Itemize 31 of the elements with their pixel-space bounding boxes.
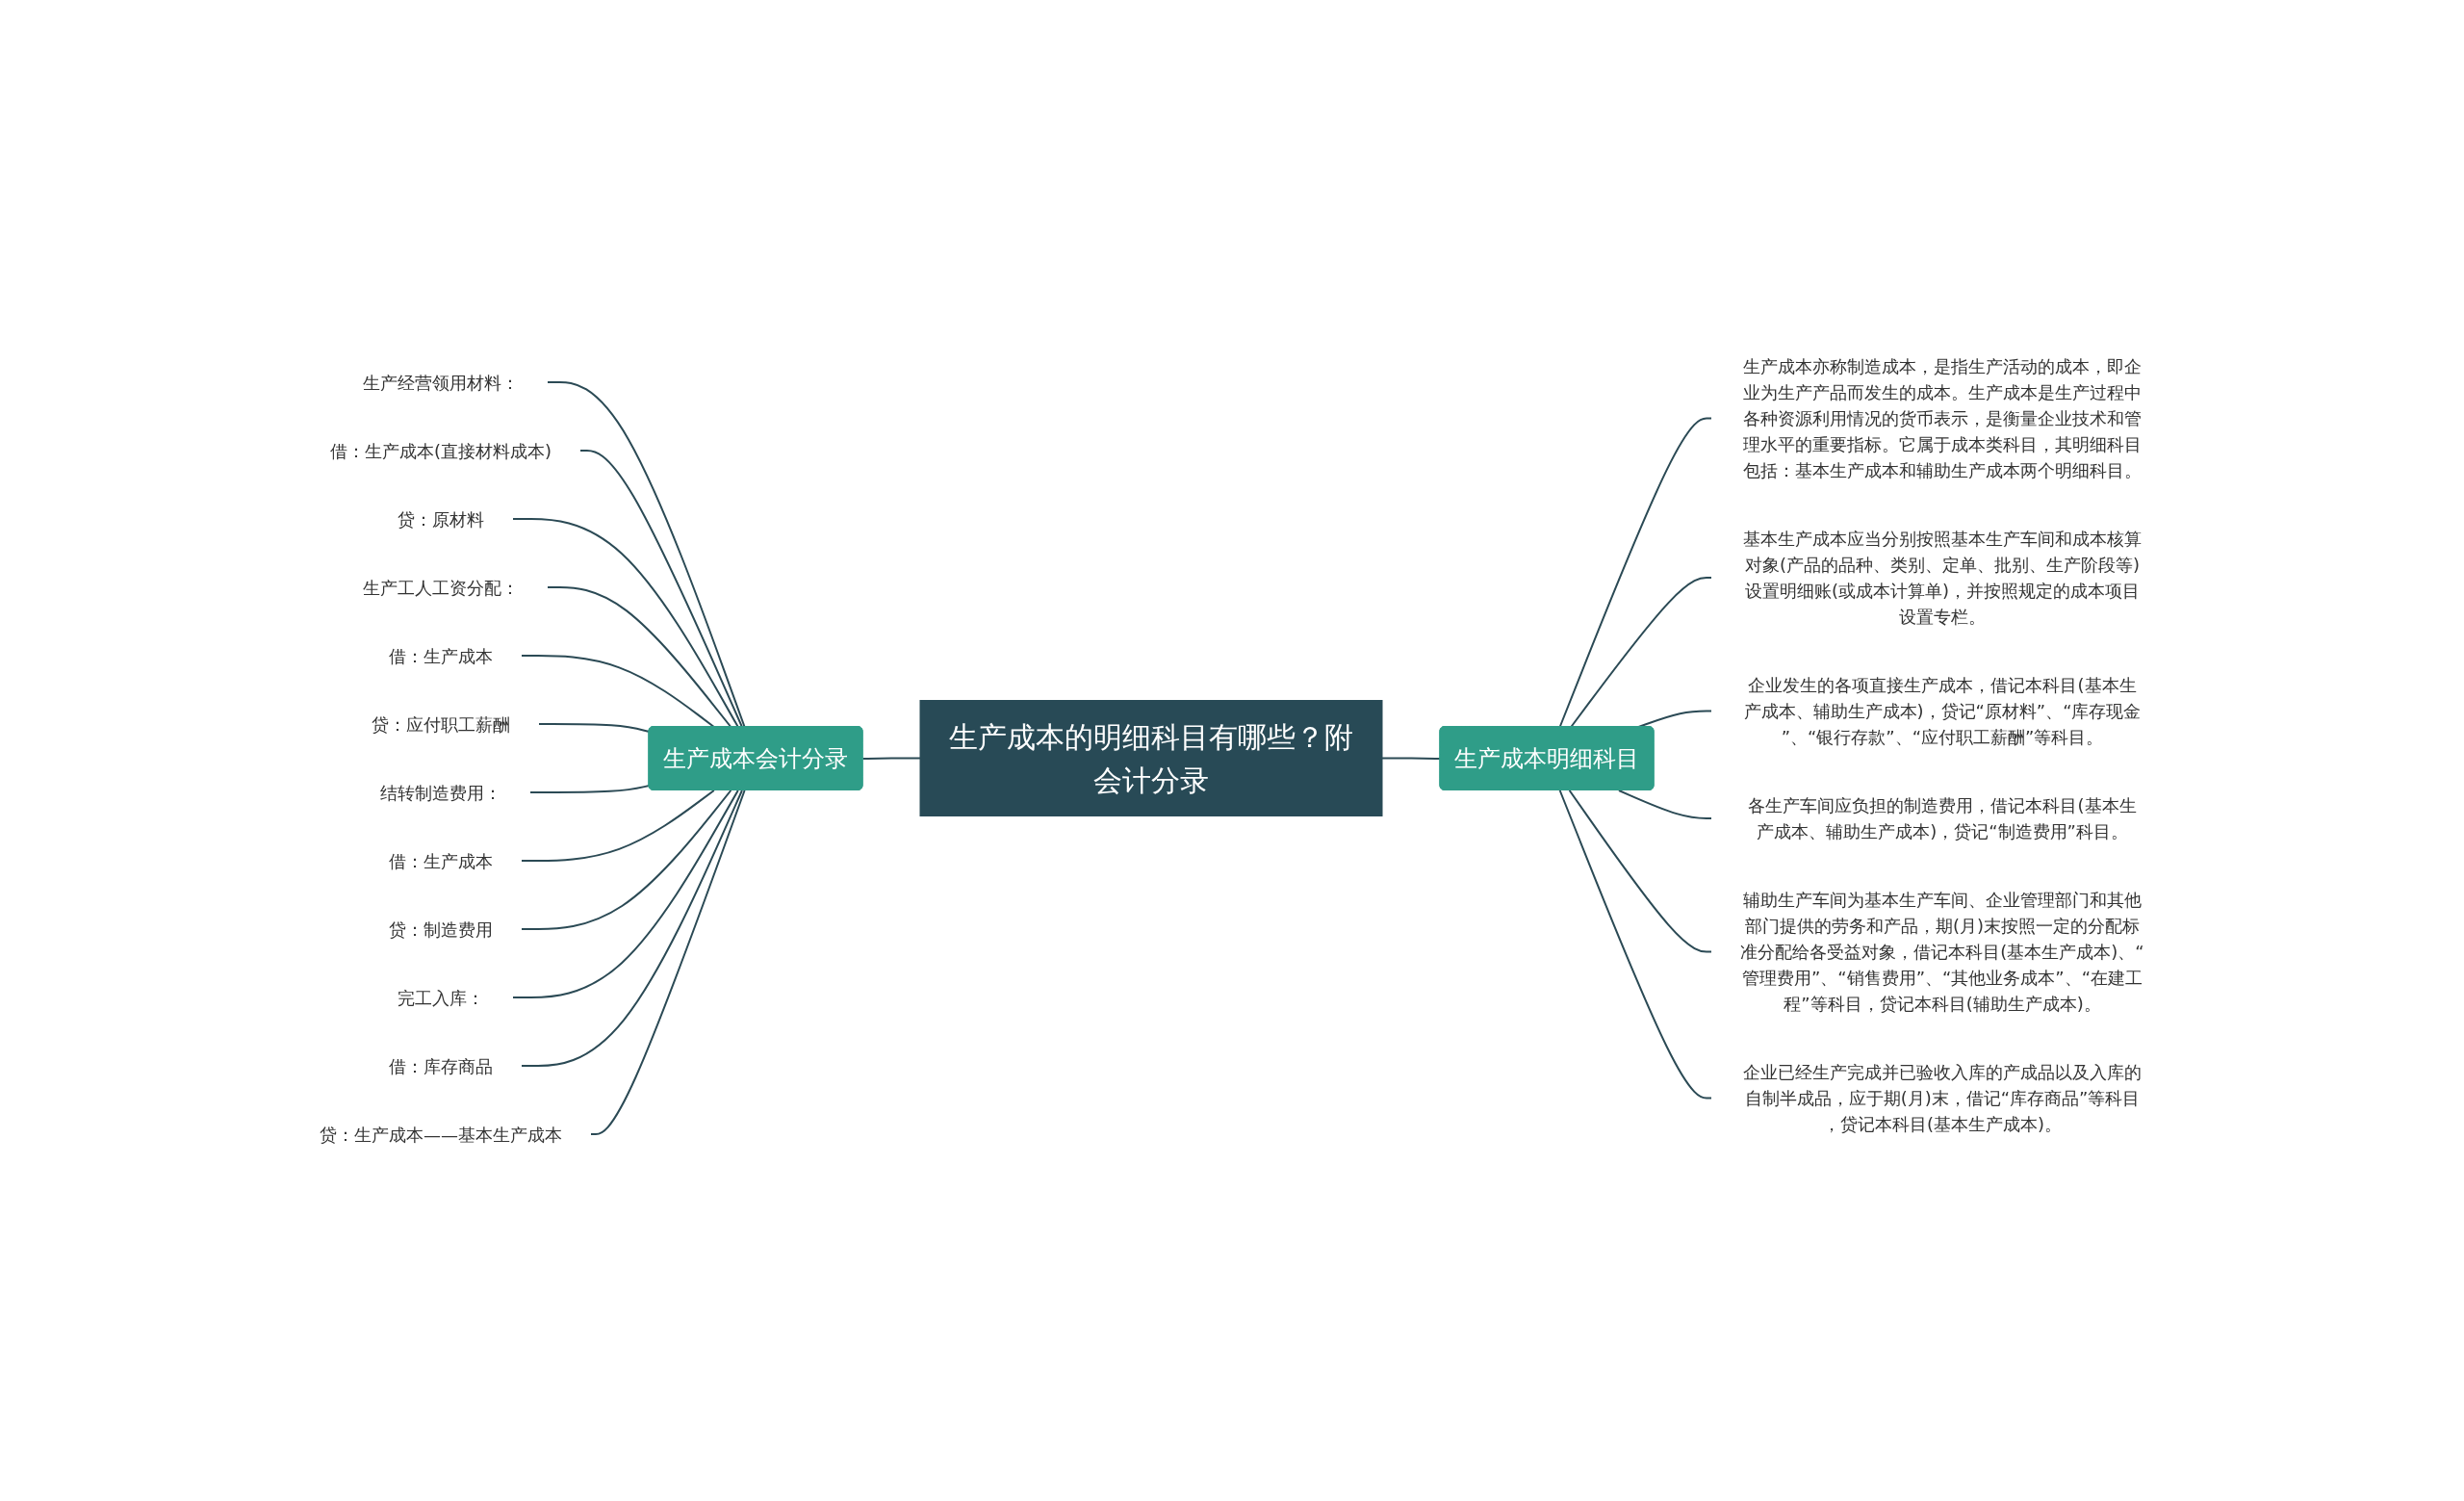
node-text: 生产工人工资分配：: [363, 577, 519, 598]
node-text: 贷：生产成本——基本生产成本: [320, 1124, 562, 1145]
connector: [521, 789, 715, 863]
connector: [861, 757, 921, 761]
node-text: 借：生产成本(直接材料成本): [329, 440, 552, 461]
connector: [512, 789, 739, 999]
node-text: 贷：应付职工薪酬: [372, 713, 510, 735]
node-text: 辅助生产车间为基本生产车间、企业管理部门和其他部门提供的劳务和产品，期(月)末按照一定的分配标准分配给各受益对象，借记本科目(基本生产成本)、“管理费用”、“销售费用”、“其他业务成本”、“在建工程”等科目，贷记本科目(辅助生产成本)。: [1740, 890, 2144, 1015]
connector: [1381, 757, 1442, 761]
node-text: 生产经营领用材料：: [363, 372, 519, 393]
connector: [1568, 789, 1712, 953]
connector: [1617, 789, 1712, 820]
connector: [590, 789, 746, 1136]
node-text: 借：库存商品: [389, 1055, 493, 1076]
node-text: 生产成本亦称制造成本，是指生产活动的成本，即企业为生产产品而发生的成本。生产成本是生产过程中各种资源利用情况的货币表示，是衡量企业技术和管理水平的重要指标。它属于成本类科目，其明细科目包括：基本生产成本和辅助生产成本两个明细科目。: [1743, 356, 2142, 481]
node-text: 企业发生的各项直接生产成本，借记本科目(基本生产成本、辅助生产成本)，贷记“原材料”、“库存现金”、“银行存款”、“应付职工薪酬”等科目。: [1743, 675, 2142, 748]
connector: [538, 723, 651, 734]
connector: [521, 789, 732, 931]
node-text: 借：生产成本: [389, 850, 493, 871]
connector: [529, 785, 651, 794]
connector: [1558, 789, 1712, 1100]
node-box: 生产成本的明细科目有哪些？附会计分录: [919, 700, 1383, 817]
node-text: 贷：制造费用: [389, 919, 493, 940]
node-text: 完工入库：: [398, 987, 484, 1008]
node-text: 各生产车间应负担的制造费用，借记本科目(基本生产成本、辅助生产成本)，贷记“制造费用”科目。: [1748, 795, 2137, 842]
node-text: 结转制造费用：: [380, 782, 501, 803]
node-text: 基本生产成本应当分别按照基本生产车间和成本核算对象(产品的品种、类别、定单、批别、生产阶段等)设置明细账(或成本计算单)，并按照规定的成本项目设置专栏。: [1743, 529, 2142, 628]
connector: [521, 789, 743, 1068]
node-text: 贷：原材料: [398, 508, 484, 530]
node-text: 企业已经生产完成并已验收入库的产成品以及入库的自制半成品，应于期(月)末，借记“库存商品”等科目，贷记本科目(基本生产成本)。: [1743, 1062, 2142, 1135]
node-text: 借：生产成本: [389, 645, 493, 666]
